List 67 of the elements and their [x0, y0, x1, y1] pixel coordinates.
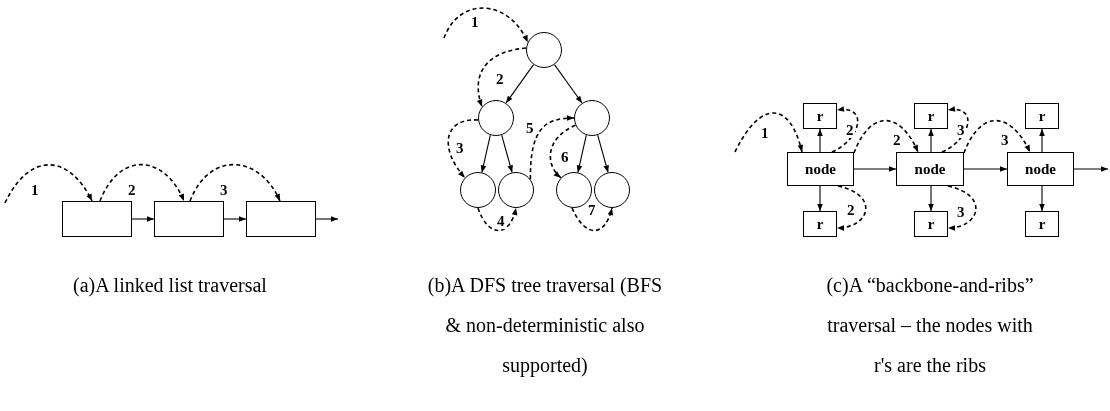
arrow	[501, 134, 513, 173]
arrow	[928, 185, 934, 212]
dashed-arrow	[447, 119, 479, 179]
step-number: 2	[845, 123, 855, 138]
rib-box: r	[1025, 103, 1059, 129]
arrow	[1039, 128, 1045, 153]
caption: (b)A DFS tree traversal (BFS & non-deterministic also supported)	[426, 273, 664, 379]
caption: (c)A “backbone-and-ribs” traversal – the nodes with r's are the ribs	[825, 273, 1035, 378]
arrow	[817, 185, 823, 212]
step-number: 2	[892, 133, 902, 148]
dashed-arrow	[734, 112, 803, 153]
dashed-arrow	[831, 106, 859, 153]
rib-box: r	[914, 211, 948, 237]
rib-box: r	[803, 211, 837, 237]
backbone-node-box: node	[787, 152, 854, 186]
backbone-node-box: node	[896, 152, 964, 186]
dashed-arrow	[853, 119, 919, 154]
arrow	[223, 216, 247, 222]
step-number: 3	[455, 141, 465, 156]
dashed-arrow	[571, 207, 613, 232]
step-number: 1	[470, 15, 480, 30]
caption: (a)A linked list traversal	[72, 273, 268, 299]
dashed-arrow	[963, 119, 1031, 154]
dashed-arrow	[477, 207, 517, 232]
rib-box: r	[803, 103, 837, 129]
arrow	[928, 128, 934, 153]
step-number: 3	[956, 123, 966, 138]
dashed-arrow	[947, 185, 977, 231]
dashed-arrow	[549, 124, 577, 179]
rib-box: r	[1025, 211, 1059, 237]
dashed-arrow	[477, 47, 527, 108]
dashed-arrow	[189, 163, 281, 202]
arrow	[505, 64, 535, 104]
arrow	[1073, 166, 1109, 172]
backbone-node-box: node	[1007, 152, 1074, 186]
dashed-arrow	[941, 106, 969, 153]
arrow	[315, 216, 339, 222]
step-number: 2	[846, 203, 856, 218]
step-number: 2	[127, 183, 137, 198]
step-number: 7	[587, 203, 597, 218]
list-node-box	[62, 201, 132, 237]
dashed-arrow	[836, 185, 867, 231]
dashed-arrow	[4, 164, 93, 204]
step-number: 2	[495, 72, 505, 87]
step-number: 1	[30, 183, 40, 198]
step-number: 5	[525, 121, 535, 136]
step-number: 3	[1000, 133, 1010, 148]
list-node-box	[246, 201, 316, 237]
step-number: 3	[219, 183, 229, 198]
list-node-box	[154, 201, 224, 237]
dashed-arrow	[529, 115, 575, 180]
arrow	[817, 128, 823, 153]
arrow	[553, 64, 583, 104]
step-number: 6	[560, 150, 570, 165]
arrow	[597, 134, 609, 173]
arrow	[853, 166, 897, 172]
arrow	[480, 134, 491, 173]
step-number: 1	[760, 126, 770, 141]
step-number: 4	[496, 214, 506, 229]
rib-box: r	[914, 103, 948, 129]
dashed-arrow	[443, 7, 529, 44]
step-number: 3	[956, 205, 966, 220]
arrow	[1039, 185, 1045, 212]
arrow	[963, 166, 1008, 172]
dashed-arrow	[99, 163, 185, 202]
arrow	[131, 216, 155, 222]
arrow	[576, 134, 587, 173]
